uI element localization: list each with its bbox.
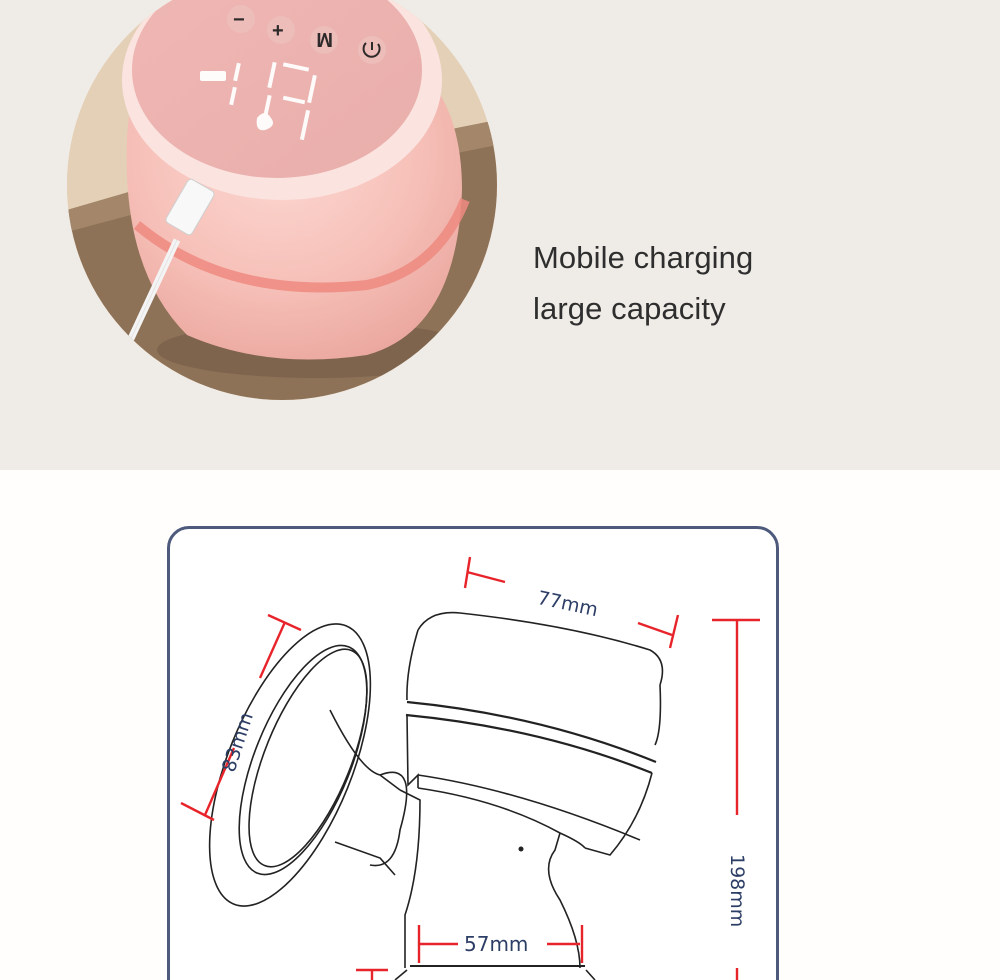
dimension-diagram-frame — [167, 526, 779, 980]
feature-banner: − + M — [0, 0, 1000, 470]
dimensions-section: 77mm 83mm 57mm 198mm — [0, 470, 1000, 980]
plus-button-icon: + — [272, 20, 284, 42]
svg-text:M: M — [316, 28, 333, 50]
power-icon — [358, 36, 386, 64]
breast-pump-photo: − + M — [67, 0, 497, 400]
label-total-height: 198mm — [726, 854, 748, 928]
minus-button-icon: − — [233, 9, 245, 31]
label-bottle-width: 57mm — [464, 932, 529, 956]
feature-caption: Mobile charging large capacity — [533, 232, 753, 334]
feature-line-1: Mobile charging — [533, 240, 754, 275]
dimension-diagram — [180, 556, 760, 980]
feature-line-2: large capacity — [533, 291, 726, 326]
